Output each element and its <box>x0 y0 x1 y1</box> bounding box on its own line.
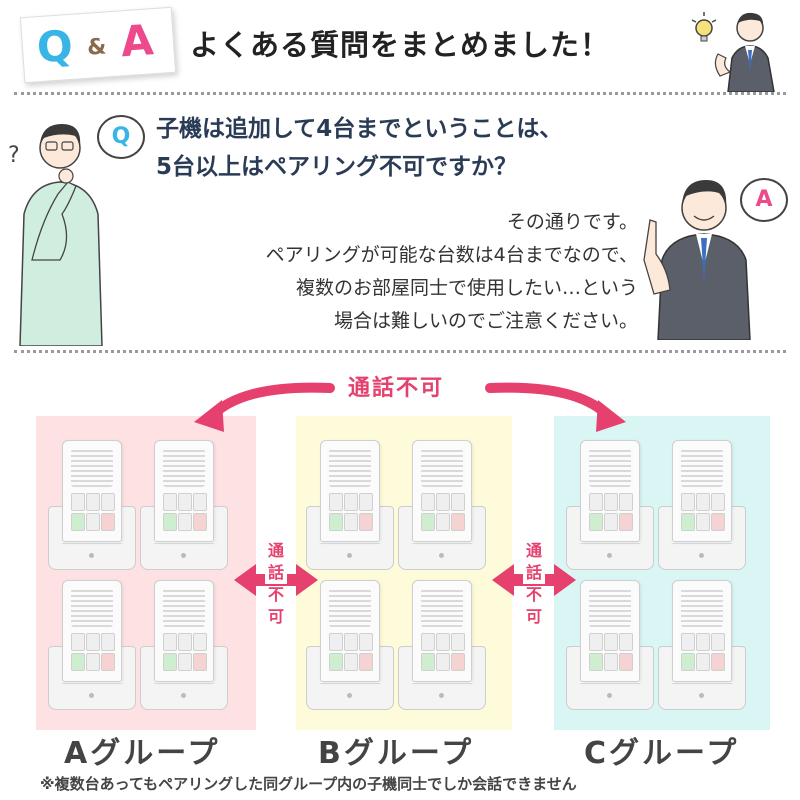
handset-keypad <box>163 633 207 673</box>
wireless-handset-5 <box>306 440 394 570</box>
wireless-handset-8 <box>398 580 486 710</box>
char-3: 不 <box>525 585 542 604</box>
group-a-label: Aグループ <box>64 736 221 771</box>
ampersand: & <box>86 34 108 61</box>
speaker-grill <box>681 589 723 627</box>
question-text: 子機は追加して4台までということは、 5台以上はペアリング不可ですか？ <box>156 110 562 186</box>
answer-line-2: ペアリングが可能な台数は4台までなので、 <box>265 244 638 266</box>
no-call-label-ab: 通 話 不 可 <box>265 540 287 628</box>
handset-keypad <box>329 493 373 533</box>
handset-body <box>412 580 472 682</box>
footnote: ※複数台あってもペアリングした同グループ内の子機同士でしか会話できません <box>40 775 577 793</box>
wireless-handset-10 <box>658 440 746 570</box>
wireless-handset-9 <box>566 440 654 570</box>
handset-keypad <box>71 633 115 673</box>
wireless-handset-12 <box>658 580 746 710</box>
wireless-handset-2 <box>140 440 228 570</box>
char-3: 不 <box>267 585 284 604</box>
pointing-businessman-illustration <box>643 180 751 340</box>
handset-keypad <box>421 633 465 673</box>
speaker-grill <box>421 449 463 487</box>
wireless-handset-11 <box>566 580 654 710</box>
divider-top <box>14 92 786 95</box>
group-c-label: Cグループ <box>584 736 740 771</box>
thinking-man-illustration: ? <box>8 124 103 346</box>
qa-badge: Q & A <box>19 6 177 84</box>
handset-body <box>580 440 640 542</box>
page-title: よくある質問をまとめました！ <box>190 28 611 62</box>
wireless-handset-6 <box>398 440 486 570</box>
char-1: 通 <box>525 541 542 560</box>
speaker-grill <box>589 449 631 487</box>
handset-keypad <box>163 493 207 533</box>
speaker-grill <box>421 589 463 627</box>
handset-body <box>672 440 732 542</box>
answer-line-1: その通りです。 <box>506 211 638 233</box>
handset-body <box>62 440 122 542</box>
handset-body <box>320 580 380 682</box>
speaker-grill <box>71 449 113 487</box>
handset-body <box>580 580 640 682</box>
question-line-1: 子機は追加して4台までということは、 <box>156 116 563 142</box>
q-letter: Q <box>35 20 75 73</box>
double-arrow-a-b <box>234 564 318 596</box>
handset-keypad <box>421 493 465 533</box>
char-2: 話 <box>265 562 287 584</box>
char-2: 話 <box>523 562 545 584</box>
speaker-grill <box>329 589 371 627</box>
handset-body <box>412 440 472 542</box>
businessman-idea-illustration <box>691 12 775 92</box>
wireless-handset-1 <box>48 440 136 570</box>
svg-text:?: ? <box>8 143 20 168</box>
char-1: 通 <box>267 541 284 560</box>
handset-keypad <box>589 633 633 673</box>
answer-bubble: A <box>740 178 788 222</box>
wireless-handset-3 <box>48 580 136 710</box>
speaker-grill <box>329 449 371 487</box>
char-4: 可 <box>525 607 542 626</box>
wireless-handset-7 <box>306 580 394 710</box>
no-call-label-top: 通話不可 <box>348 376 445 401</box>
speaker-grill <box>681 449 723 487</box>
group-b-label: Bグループ <box>318 736 475 771</box>
char-4: 可 <box>267 607 284 626</box>
answer-line-4: 場合は難しいのでご注意ください。 <box>333 310 638 332</box>
question-line-2: 5台以上はペアリング不可ですか？ <box>156 154 518 180</box>
speaker-grill <box>71 589 113 627</box>
handset-keypad <box>589 493 633 533</box>
handset-body <box>62 580 122 682</box>
answer-line-3: 複数のお部屋同士で使用したい…という <box>295 277 638 299</box>
handset-keypad <box>71 493 115 533</box>
handset-keypad <box>681 633 725 673</box>
handset-body <box>154 580 214 682</box>
answer-text: その通りです。 ペアリングが可能な台数は4台までなので、 複数のお部屋同士で使用… <box>266 206 638 338</box>
handset-keypad <box>681 493 725 533</box>
divider-middle <box>14 350 786 353</box>
handset-body <box>154 440 214 542</box>
handset-keypad <box>329 633 373 673</box>
speaker-grill <box>163 449 205 487</box>
no-call-label-bc: 通 話 不 可 <box>523 540 545 628</box>
question-bubble: Q <box>97 115 145 159</box>
handset-body <box>672 580 732 682</box>
handset-body <box>320 440 380 542</box>
wireless-handset-4 <box>140 580 228 710</box>
top-arrows <box>194 382 626 432</box>
speaker-grill <box>163 589 205 627</box>
speaker-grill <box>589 589 631 627</box>
a-letter: A <box>119 15 155 67</box>
